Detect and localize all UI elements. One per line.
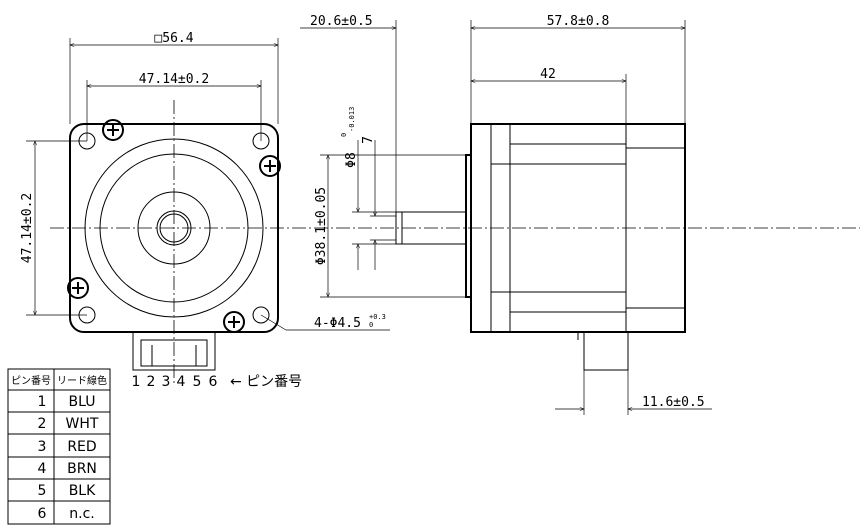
shaft-diameter-label: Φ8	[344, 152, 359, 168]
front-view: □56.4 47.14±0.2 47.14±0.2 4-Φ4.5 +0.3 0	[20, 31, 860, 385]
table-cell-pin: 4	[38, 461, 47, 477]
side-connector	[583, 331, 629, 371]
screw-head-4	[223, 311, 245, 333]
body-length-label: 42	[540, 67, 556, 82]
total-length-label: 57.8±0.8	[547, 14, 610, 29]
pin-number: 6	[209, 374, 218, 390]
table-cell-color: WHT	[66, 416, 99, 432]
mount-hole-br	[252, 306, 270, 324]
square-size-label: □56.4	[154, 31, 193, 46]
hole-pitch-v-label: 47.14±0.2	[20, 193, 35, 263]
table-cell-pin: 3	[38, 439, 47, 455]
mount-hole-tol-upper: +0.3	[369, 313, 386, 321]
table-cell-color: BRN	[67, 461, 97, 477]
pin-number-row: 1 2 3 4 5 6 ← ピン番号	[132, 374, 303, 390]
mount-hole-label: 4-Φ4.5	[314, 316, 361, 331]
pin-number: 5	[193, 374, 202, 390]
side-view: 20.6±0.5 57.8±0.8 42 Φ38.1±0.05 Φ8 0 -0.…	[300, 14, 712, 415]
pin-label: ← ピン番号	[230, 374, 302, 390]
table-cell-pin: 1	[38, 394, 47, 410]
table-cell-color: BLU	[69, 394, 96, 410]
pin-number: 2	[147, 374, 156, 390]
screw-head-3	[67, 277, 89, 299]
mount-hole-tol-lower: 0	[369, 321, 373, 329]
pin-color-table: ピン番号 リード線色 1 BLU 2 WHT 3 RED 4 BRN 5 BLK…	[7, 368, 111, 525]
screw-head-2	[259, 155, 281, 177]
flat-depth-label: 7	[361, 136, 376, 144]
pilot-diameter-label: Φ38.1±0.05	[314, 187, 329, 265]
flange-to-shaft-label: 20.6±0.5	[310, 14, 373, 29]
screw-head-1	[102, 119, 124, 141]
table-cell-color: n.c.	[69, 506, 94, 522]
pin-number: 1	[132, 374, 141, 390]
connector	[132, 331, 216, 371]
mount-hole-leader	[260, 314, 287, 331]
table-cell-pin: 6	[38, 506, 47, 522]
shaft	[395, 211, 467, 245]
table-cell-pin: 2	[38, 416, 47, 432]
table-header-color: リード線色	[57, 374, 107, 387]
hole-pitch-h-label: 47.14±0.2	[139, 72, 209, 87]
shaft-tol-lower: -0.013	[348, 107, 356, 132]
table-cell-color: BLK	[69, 483, 96, 499]
pin-number: 3	[162, 374, 171, 390]
table-header-pin: ピン番号	[11, 375, 51, 387]
table-cell-pin: 5	[38, 483, 47, 499]
table-cell-color: RED	[67, 439, 96, 455]
shaft-tol-upper: 0	[340, 133, 348, 137]
pin-number: 4	[177, 374, 186, 390]
connector-length-label: 11.6±0.5	[642, 395, 705, 410]
